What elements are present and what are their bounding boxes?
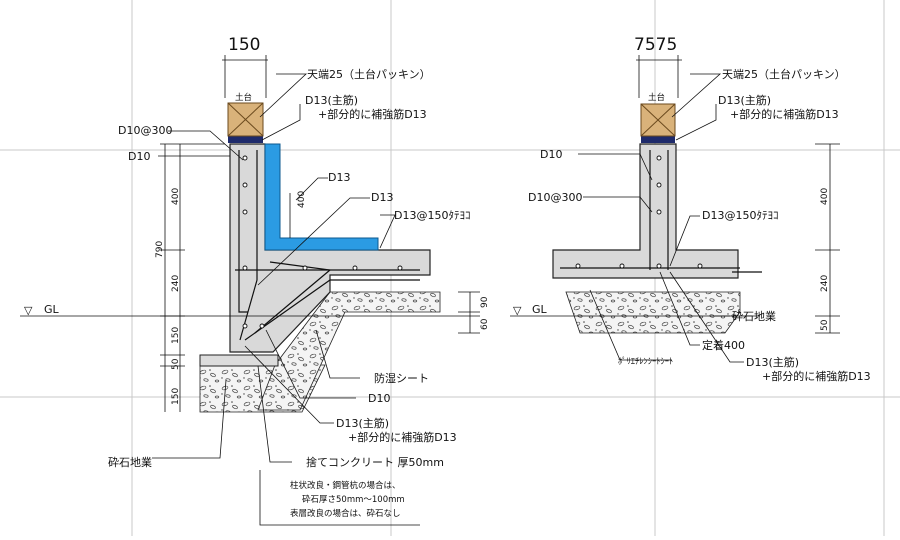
right-rebar-dots [575,155,703,269]
left-label-d10-300: D10@300 [118,124,172,137]
right-leader-lines [578,73,744,363]
left-label-gl: GL [44,303,60,316]
left-packing [228,136,263,143]
left-rebar [235,150,420,341]
left-label-main-bar2-sub: +部分的に補強筋D13 [348,430,457,444]
right-width-dim: 7575 [634,35,677,55]
left-width-dim: 150 [228,35,260,55]
right-label-main-bar-sub: +部分的に補強筋D13 [730,107,839,121]
right-dim-240: 240 [820,275,830,292]
right-label-main-bar2-sub: +部分的に補強筋D13 [762,369,871,383]
right-label-d10-300: D10@300 [528,191,582,204]
left-label-d13-150: D13@150ﾀﾃﾖｺ [394,209,470,222]
left-label-moisture-sheet: 防湿シート [374,371,429,385]
left-dim-50: 50 [171,358,181,370]
left-dim-150: 150 [171,327,181,344]
right-label-main-bar: D13(主筋) [718,93,771,107]
left-dimension-lines [20,55,480,412]
left-label-d10-b: D10 [368,392,390,405]
left-foundation-detail: 150 土台 天端25（土台パッキン） D13(主筋) +部分的に補強筋D13 … [20,35,490,526]
left-dim-400-vert: 400 [297,191,307,208]
left-note-1: 柱状改良・鋼管杭の場合は、 [290,480,401,491]
right-gl-symbol: ▽ [513,304,522,317]
right-packing [641,136,675,143]
right-foundation-detail: 7575 土台 天端25（土台パッキン） D13(主筋) +部分的に補強筋D13… [510,35,871,383]
left-gravel-slope [257,291,441,411]
left-wood-label: 土台 [235,92,252,103]
right-label-poly-sheet: ﾎﾟﾘｴﾁﾚﾝｼｰﾄｼｰﾄ [618,357,673,367]
left-label-gravel: 砕石地業 [108,455,152,469]
left-label-main-bar: D13(主筋) [305,93,358,107]
right-label-anchor: 定着400 [702,338,745,352]
right-dim-400: 400 [820,188,830,205]
left-gl-symbol: ▽ [24,304,33,317]
left-dim-400: 400 [171,188,181,205]
right-label-d10: D10 [540,148,562,161]
right-label-gravel: 砕石地業 [732,309,776,323]
left-dim-790: 790 [155,241,165,258]
left-label-main-bar-sub: +部分的に補強筋D13 [318,107,427,121]
left-dim-90: 90 [480,296,490,308]
right-concrete-body [552,143,739,279]
left-label-d13-b: D13 [371,191,393,204]
right-label-d13-150: D13@150ﾀﾃﾖｺ [702,209,778,222]
left-dim-240: 240 [171,275,181,292]
left-dim-150b: 150 [171,388,181,405]
right-label-top-packing: 天端25（土台パッキン） [722,67,846,81]
left-label-main-bar2: D13(主筋) [336,416,389,430]
left-label-d10-a: D10 [128,150,150,163]
left-dim-60: 60 [480,318,490,330]
right-gravel [565,291,741,334]
left-rebar-dots [242,155,403,329]
right-label-main-bar2: D13(主筋) [746,355,799,369]
right-wood-label: 土台 [648,92,665,103]
right-dim-50: 50 [820,319,830,331]
left-insulation [264,143,379,251]
left-note-3: 表層改良の場合は、砕石なし [290,508,401,519]
left-leader-lines [152,73,420,526]
left-leveling-concrete [199,354,279,367]
left-note-2: 砕石厚さ50mm～100mm [302,494,405,505]
right-label-gl: GL [532,303,548,316]
left-label-top-packing: 天端25（土台パッキン） [307,67,431,81]
left-label-d13-a: D13 [328,171,350,184]
left-label-leveling: 捨てコンクリート 厚50mm [306,455,444,469]
